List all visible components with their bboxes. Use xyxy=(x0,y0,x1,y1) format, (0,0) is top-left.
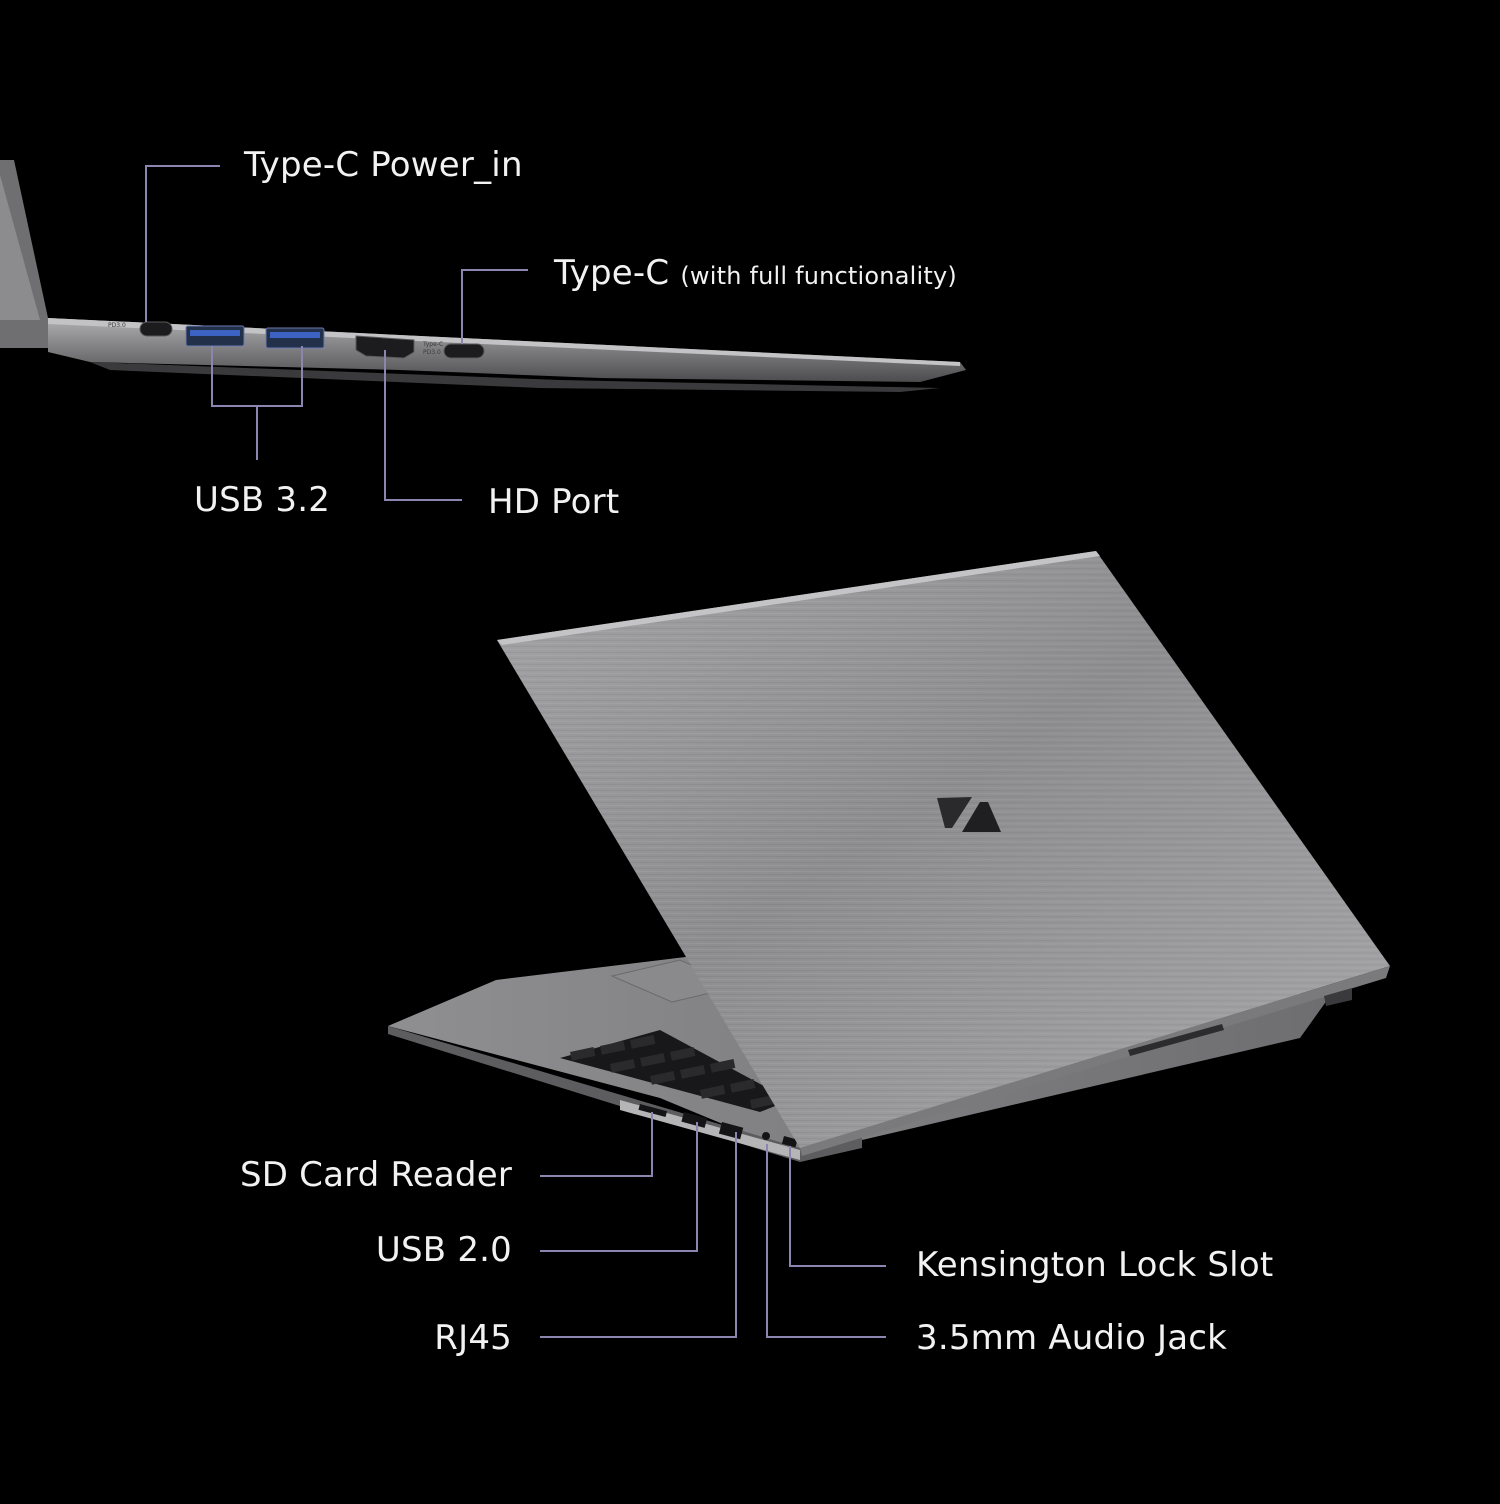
label-type-c-full-main: Type-C xyxy=(554,253,670,293)
label-sd-card: SD Card Reader xyxy=(239,1155,512,1195)
label-kensington: Kensington Lock Slot xyxy=(916,1245,1274,1285)
label-type-c-power: Type-C Power_in xyxy=(244,145,523,185)
laptop-rear-view xyxy=(388,551,1390,1162)
label-type-c-full: Type-C (with full functionality) xyxy=(554,253,957,296)
hinge-vent xyxy=(1128,1024,1224,1056)
z-brand-logo-icon xyxy=(937,797,1001,832)
hd-port xyxy=(355,335,415,359)
type-c-power-port xyxy=(139,321,173,337)
svg-text:PD3.0: PD3.0 xyxy=(108,322,126,329)
sd-card-slot xyxy=(638,1104,668,1118)
svg-text:PD3.0: PD3.0 xyxy=(423,349,441,356)
label-hd-port: HD Port xyxy=(488,482,620,522)
type-c-full-port xyxy=(443,343,485,359)
label-usb20: USB 2.0 xyxy=(375,1230,512,1270)
svg-text:Type-C: Type-C xyxy=(422,341,443,348)
callout-line-type-c-power xyxy=(145,165,220,322)
callout-line-hd-port xyxy=(384,350,462,501)
label-rj45: RJ45 xyxy=(434,1318,512,1358)
laptop-side-view: PD3.0 Type-C PD3.0 xyxy=(0,160,966,392)
label-type-c-full-note: (with full functionality) xyxy=(680,262,957,290)
label-usb32: USB 3.2 xyxy=(194,480,331,520)
audio-jack xyxy=(762,1132,770,1140)
callout-line-audio-jack xyxy=(766,1144,886,1338)
rj45-port xyxy=(718,1122,744,1140)
kensington-slot xyxy=(781,1135,798,1148)
usb20-port xyxy=(681,1112,708,1128)
callout-line-sd-card xyxy=(540,1112,653,1177)
callout-line-type-c-full xyxy=(461,269,528,344)
label-audio-jack: 3.5mm Audio Jack xyxy=(916,1318,1228,1358)
callout-line-kensington xyxy=(789,1146,886,1267)
callout-line-rj45 xyxy=(540,1132,737,1338)
callout-line-usb20 xyxy=(540,1122,698,1252)
side-callout-lines xyxy=(145,165,528,501)
keyboard-keys xyxy=(570,1035,776,1109)
rear-callout-lines xyxy=(540,1112,886,1338)
